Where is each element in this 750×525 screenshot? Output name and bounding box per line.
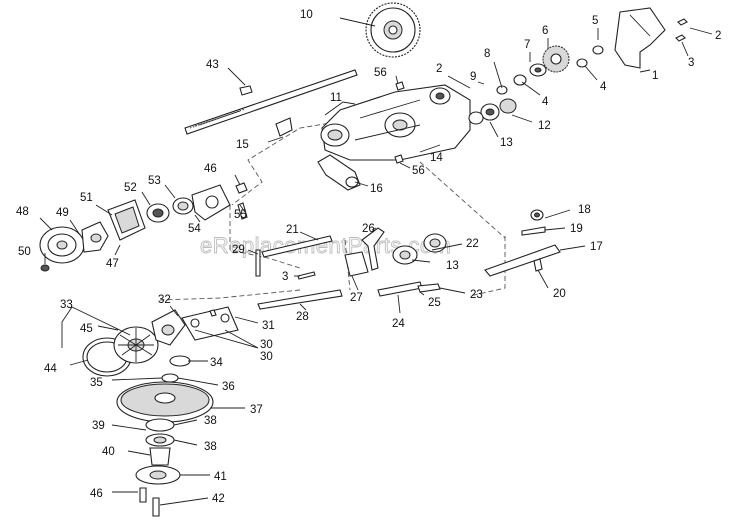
callout-1: 1 bbox=[652, 70, 658, 82]
callout-18: 18 bbox=[578, 204, 591, 216]
callout-46b: 46 bbox=[90, 488, 103, 500]
callout-14: 14 bbox=[430, 152, 443, 164]
callout-39: 39 bbox=[92, 420, 105, 432]
callout-32: 32 bbox=[158, 294, 171, 306]
callout-24: 24 bbox=[392, 318, 405, 330]
transmission-housing bbox=[320, 84, 471, 161]
housing-right-bearings bbox=[468, 98, 517, 125]
callout-48: 48 bbox=[16, 206, 29, 218]
callout-36: 36 bbox=[222, 381, 235, 393]
callout-5: 5 bbox=[592, 15, 598, 27]
callout-3b: 3 bbox=[282, 271, 288, 283]
callout-47: 47 bbox=[106, 258, 119, 270]
callout-41: 41 bbox=[214, 471, 227, 483]
gear-cover bbox=[614, 7, 666, 69]
callout-52: 52 bbox=[124, 182, 137, 194]
callout-43: 43 bbox=[206, 59, 219, 71]
wheel-assembly bbox=[82, 306, 239, 517]
callout-28: 28 bbox=[296, 311, 309, 323]
callout-13: 13 bbox=[500, 137, 513, 149]
callout-30b: 30 bbox=[260, 339, 273, 351]
callout-15: 15 bbox=[236, 139, 249, 151]
callout-56: 56 bbox=[374, 67, 387, 79]
callout-25: 25 bbox=[428, 297, 441, 309]
top-right-small-parts bbox=[496, 18, 688, 95]
callout-4b: 4 bbox=[542, 96, 549, 108]
callout-35: 35 bbox=[90, 377, 103, 389]
callout-2: 2 bbox=[715, 30, 721, 42]
axle-shaft bbox=[184, 69, 358, 135]
callout-20: 20 bbox=[553, 288, 566, 300]
callout-38: 38 bbox=[204, 415, 217, 427]
callout-27: 27 bbox=[350, 292, 363, 304]
callout-9: 9 bbox=[470, 71, 476, 83]
callout-12: 12 bbox=[538, 120, 551, 132]
callout-29: 29 bbox=[232, 244, 245, 256]
callout-30: 30 bbox=[260, 351, 273, 363]
callout-49: 49 bbox=[56, 207, 69, 219]
callout-7: 7 bbox=[524, 39, 530, 51]
callout-31: 31 bbox=[262, 320, 275, 332]
callout-labels: 1 2 3 4 4 5 6 7 8 9 10 11 12 13 13 14 15… bbox=[16, 9, 721, 505]
callout-40: 40 bbox=[102, 446, 115, 458]
callout-3: 3 bbox=[688, 57, 694, 69]
callout-55: 55 bbox=[234, 209, 247, 221]
callout-11: 11 bbox=[330, 92, 342, 104]
callout-19: 19 bbox=[570, 223, 583, 235]
callout-37: 37 bbox=[250, 404, 263, 416]
callout-56b: 56 bbox=[412, 165, 425, 177]
callout-23: 23 bbox=[470, 289, 483, 301]
callout-54: 54 bbox=[188, 223, 201, 235]
callout-10: 10 bbox=[300, 9, 313, 21]
callout-21: 21 bbox=[286, 224, 299, 236]
callout-44: 44 bbox=[44, 363, 57, 375]
callout-4: 4 bbox=[600, 81, 607, 93]
large-gear bbox=[365, 2, 421, 58]
callout-16: 16 bbox=[370, 183, 383, 195]
callout-53: 53 bbox=[148, 175, 161, 187]
callout-33: 33 bbox=[60, 299, 73, 311]
callout-46: 46 bbox=[204, 163, 217, 175]
callout-42: 42 bbox=[212, 493, 225, 505]
callout-34: 34 bbox=[210, 357, 223, 369]
callout-6: 6 bbox=[542, 25, 548, 37]
middle-linkage bbox=[255, 227, 447, 310]
callout-26: 26 bbox=[362, 223, 375, 235]
callout-51: 51 bbox=[80, 192, 93, 204]
right-linkage bbox=[377, 209, 561, 297]
callout-22: 22 bbox=[466, 238, 479, 250]
bracket-16 bbox=[317, 154, 361, 191]
callout-38b: 38 bbox=[204, 441, 217, 453]
callout-13b: 13 bbox=[446, 260, 459, 272]
callout-8: 8 bbox=[484, 48, 490, 60]
left-drive-assembly bbox=[39, 182, 248, 272]
callout-45: 45 bbox=[80, 323, 93, 335]
callout-17: 17 bbox=[590, 241, 603, 253]
small-fittings bbox=[275, 81, 405, 164]
leader-lines bbox=[39, 17, 713, 506]
callout-50: 50 bbox=[18, 246, 31, 258]
callout-2b: 2 bbox=[436, 63, 442, 75]
